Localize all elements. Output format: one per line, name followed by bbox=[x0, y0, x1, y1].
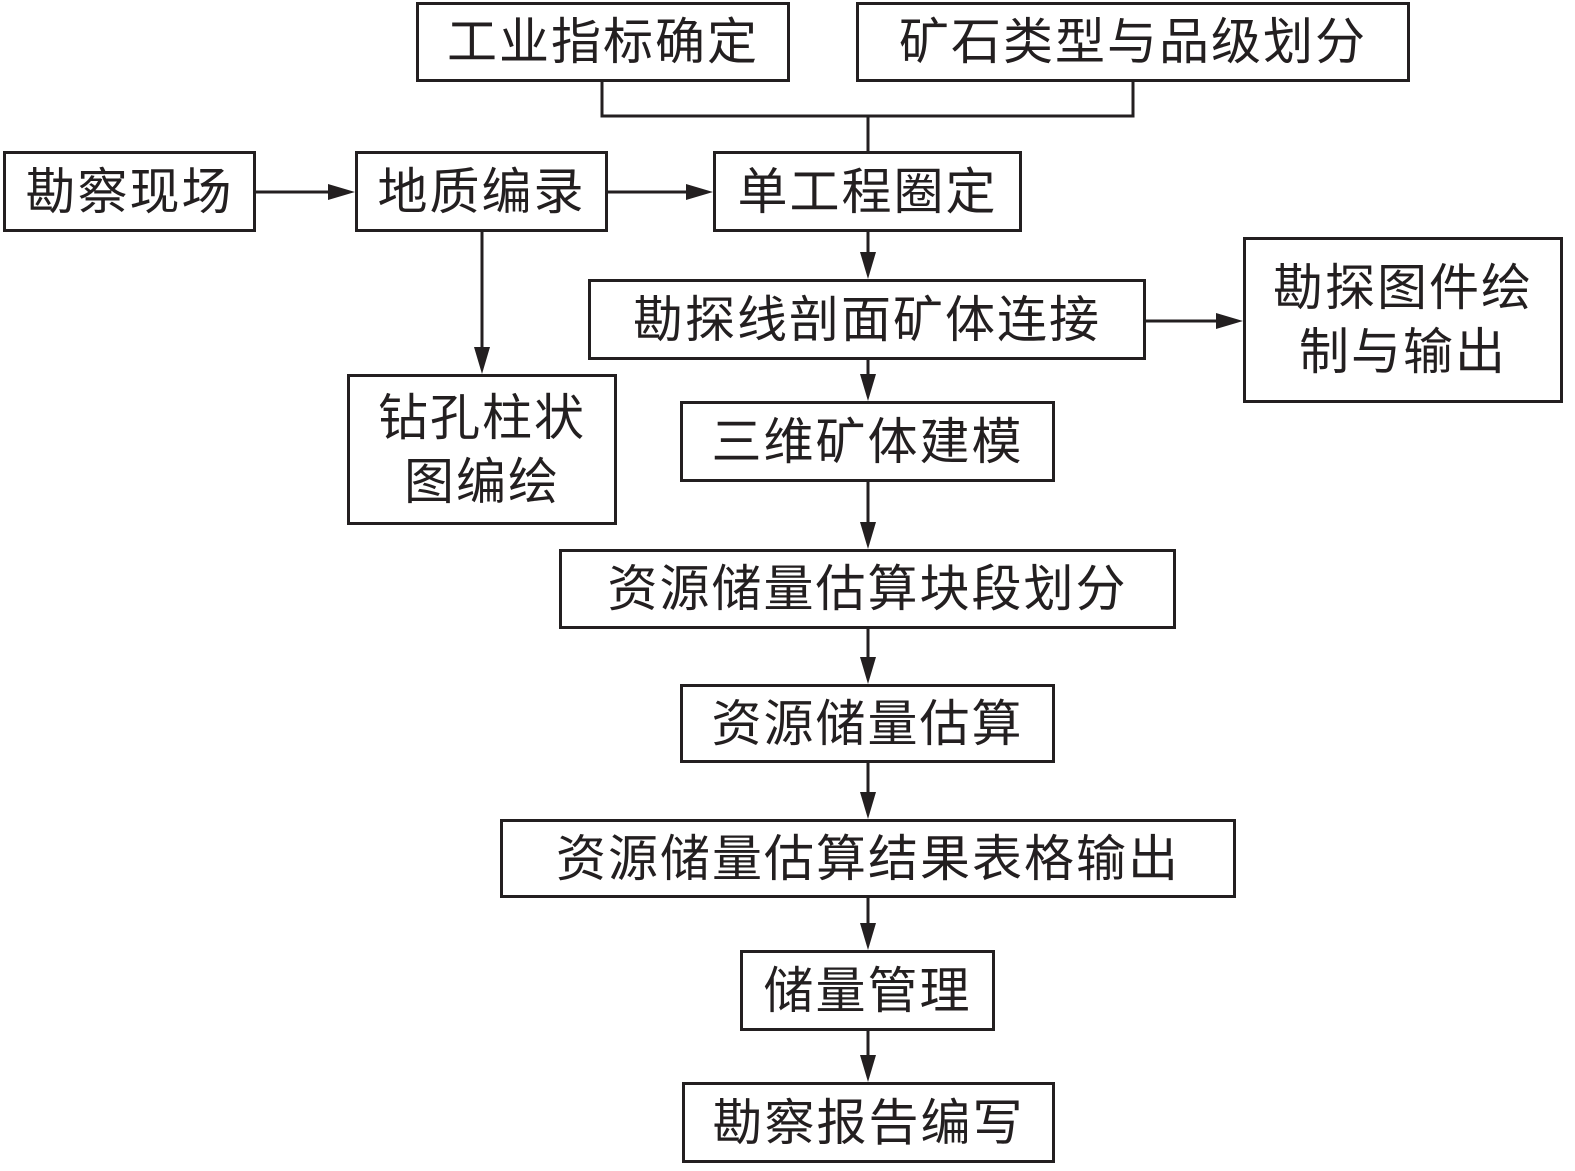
arrow-survey-to-logging-head bbox=[328, 184, 355, 200]
arrow-delineation-to-section-head bbox=[860, 252, 876, 279]
node-result-table-output: 资源储量估算结果表格输出 bbox=[500, 819, 1236, 898]
node-section-orebody-connection: 勘探线剖面矿体连接 bbox=[588, 279, 1146, 360]
node-label: 资源储量估算结果表格输出 bbox=[556, 829, 1180, 888]
node-label: 储量管理 bbox=[763, 961, 972, 1020]
node-label: 勘察报告编写 bbox=[712, 1093, 1025, 1152]
arrow-logging-to-delineation-head bbox=[686, 184, 713, 200]
node-report-writing: 勘察报告编写 bbox=[682, 1082, 1055, 1163]
node-borehole-column-drawing: 钻孔柱状 图编绘 bbox=[347, 374, 617, 525]
node-label: 勘探图件绘 制与输出 bbox=[1273, 259, 1533, 381]
node-single-project-delineation: 单工程圈定 bbox=[713, 151, 1022, 232]
node-site-survey: 勘察现场 bbox=[3, 151, 256, 232]
arrow-section-to-drawing-head bbox=[1216, 313, 1243, 329]
node-label: 工业指标确定 bbox=[447, 13, 759, 71]
connector-ore-type-grade bbox=[868, 82, 1135, 118]
node-geological-logging: 地质编录 bbox=[355, 151, 608, 232]
arrow-management-to-report-head bbox=[860, 1055, 876, 1082]
node-block-division: 资源储量估算块段划分 bbox=[559, 549, 1176, 629]
node-label: 单工程圈定 bbox=[737, 162, 998, 221]
node-orebody-3d-modeling: 三维矿体建模 bbox=[680, 401, 1055, 482]
node-label: 勘探线剖面矿体连接 bbox=[633, 290, 1101, 349]
node-label: 钻孔柱状 图编绘 bbox=[378, 388, 586, 511]
arrow-block-to-estimation-head bbox=[860, 657, 876, 684]
arrow-logging-to-borehole-head bbox=[474, 347, 490, 374]
node-label: 资源储量估算 bbox=[711, 694, 1024, 753]
node-reserve-estimation: 资源储量估算 bbox=[680, 684, 1055, 763]
node-exploration-drawing-output: 勘探图件绘 制与输出 bbox=[1243, 237, 1563, 403]
arrow-estimation-to-table-head bbox=[860, 792, 876, 819]
node-reserve-management: 储量管理 bbox=[740, 950, 995, 1031]
node-label: 资源储量估算块段划分 bbox=[607, 560, 1128, 618]
arrow-3d-to-block-head bbox=[860, 522, 876, 549]
node-label: 勘察现场 bbox=[25, 162, 234, 221]
arrow-table-to-management-head bbox=[860, 923, 876, 950]
connector-industrial-index bbox=[600, 82, 868, 118]
node-label: 矿石类型与品级划分 bbox=[899, 13, 1367, 71]
node-industrial-index: 工业指标确定 bbox=[416, 2, 790, 82]
node-label: 地质编录 bbox=[377, 162, 586, 221]
arrow-section-to-3d-head bbox=[860, 374, 876, 401]
node-label: 三维矿体建模 bbox=[711, 412, 1024, 471]
node-ore-type-grade: 矿石类型与品级划分 bbox=[856, 2, 1410, 82]
